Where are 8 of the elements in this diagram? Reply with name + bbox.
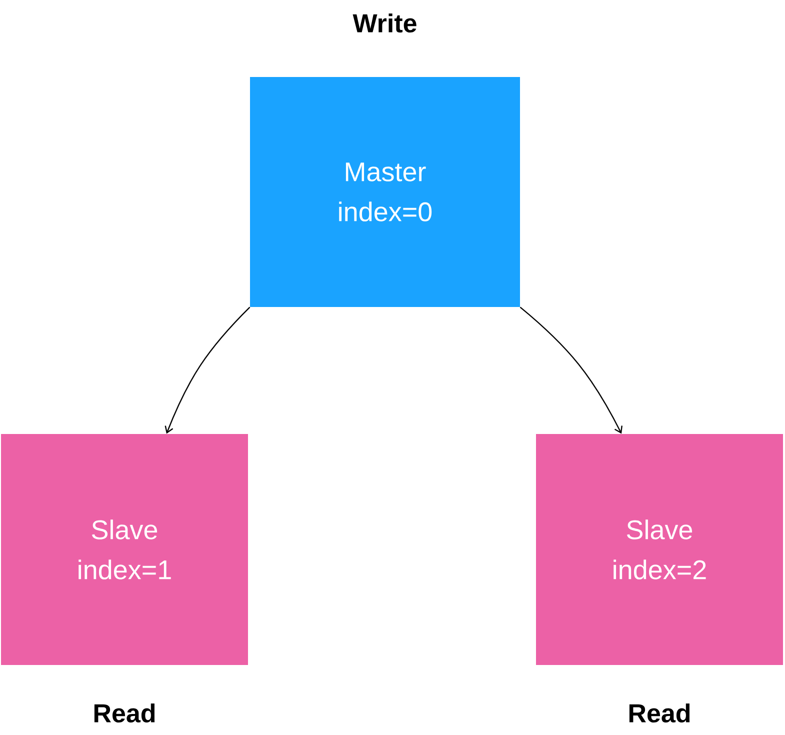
process-box: Master index=0 [250, 77, 520, 307]
heading: Write [352, 13, 416, 33]
heading: Read [94, 703, 155, 723]
process-box: Slave index=2 [536, 434, 783, 665]
heading: Read [629, 703, 690, 723]
process-box: Slave index=1 [1, 434, 248, 665]
arrow [520, 306, 622, 434]
arrow [164, 306, 250, 434]
